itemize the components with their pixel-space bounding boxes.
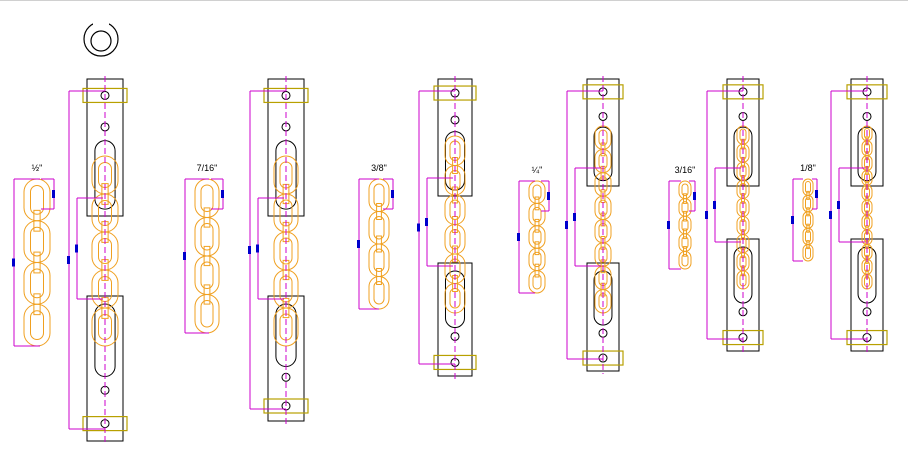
clevis-body [586, 262, 620, 372]
dimension-value-mark [417, 223, 420, 232]
size-label: ¼" [532, 165, 543, 175]
dimension-value-mark [693, 192, 696, 200]
chain-link-inner [805, 246, 811, 260]
dimension-value-mark [713, 201, 716, 209]
size-label: 3/8" [371, 163, 387, 173]
chain-link [528, 202, 546, 227]
snap-ring-icon [83, 19, 119, 57]
size-label: 3/16" [675, 165, 696, 175]
chain-link-inner [200, 184, 214, 212]
dimension-value-mark [183, 252, 186, 260]
chain-link [678, 250, 692, 270]
chain-link-inner [864, 128, 870, 139]
chain-link-inner [30, 268, 44, 299]
chain-link-inner [373, 216, 385, 240]
dimension-value-mark [221, 190, 224, 198]
dimension-value-mark [837, 201, 840, 209]
dimension-value-mark [256, 244, 259, 253]
chain-link-inner [681, 236, 689, 249]
dimension-value-mark [425, 218, 428, 226]
chain-link-inner [449, 199, 461, 220]
chain-link-inner [373, 248, 385, 272]
chain-size-group: 3/16" [667, 76, 764, 354]
chain-link-inner [532, 184, 542, 200]
dimension-value-mark [791, 216, 794, 224]
chain-link-inner [805, 230, 811, 243]
chain-link-inner [681, 183, 689, 197]
chain-link-inner [532, 274, 542, 290]
chain-link-inner [373, 281, 385, 305]
dimension-value-mark [391, 190, 394, 198]
dimension-value-mark [248, 246, 251, 254]
pin-hole [598, 353, 608, 363]
chain-link-inner [864, 172, 870, 184]
dimension-value-mark [815, 190, 818, 198]
dimension-value-mark [357, 240, 360, 248]
chain-link-inner [532, 229, 542, 245]
chain-link-inner [598, 246, 608, 263]
chain-link-inner [30, 226, 44, 257]
dimension-value-mark [75, 244, 78, 253]
chain-link-inner [805, 181, 811, 194]
chain-size-group: 1/8" [791, 76, 888, 354]
dimension-value-mark [667, 221, 670, 229]
chain-size-group: 7/16" [183, 76, 309, 424]
chain-size-group: 3/8" [357, 76, 477, 379]
ring-gap [93, 19, 109, 25]
dimension-value-mark [565, 221, 568, 229]
dimension-value-mark [573, 213, 576, 221]
chain-link-inner [681, 201, 689, 214]
chain-link-inner [200, 300, 214, 328]
chain-link-inner [681, 218, 689, 232]
chain-link-inner [864, 216, 870, 228]
chain-link-inner [532, 206, 542, 223]
chain-link [528, 180, 546, 204]
chain-link-inner [30, 185, 44, 215]
dimension-value-mark [705, 211, 708, 219]
ring-inner [90, 30, 112, 52]
size-label: 1/8" [800, 163, 816, 173]
chain-link [528, 247, 546, 272]
chain-link [528, 270, 546, 294]
dimension-value-mark [517, 233, 520, 241]
chain-link [528, 225, 546, 249]
dimension-value-mark [12, 258, 15, 267]
chain-link-inner [200, 261, 214, 289]
chain-link-inner [30, 310, 44, 340]
size-label: ½" [32, 163, 43, 173]
chain-size-group: ¼" [517, 76, 624, 374]
dimension-value-mark [67, 256, 70, 264]
dimension-value-mark [829, 211, 832, 219]
chain-link-inner [805, 197, 811, 210]
chain-link-inner [373, 183, 385, 207]
chain-link [802, 244, 814, 262]
dimension-value-mark [547, 192, 550, 200]
chain-link-inner [805, 213, 811, 227]
chain-link-inner [200, 223, 214, 251]
dimension-value-mark [52, 190, 55, 198]
size-label: 7/16" [197, 163, 218, 173]
chain-link-inner [681, 253, 689, 267]
chain-link-inner [532, 251, 542, 268]
chain-size-group: ½" [12, 76, 128, 444]
